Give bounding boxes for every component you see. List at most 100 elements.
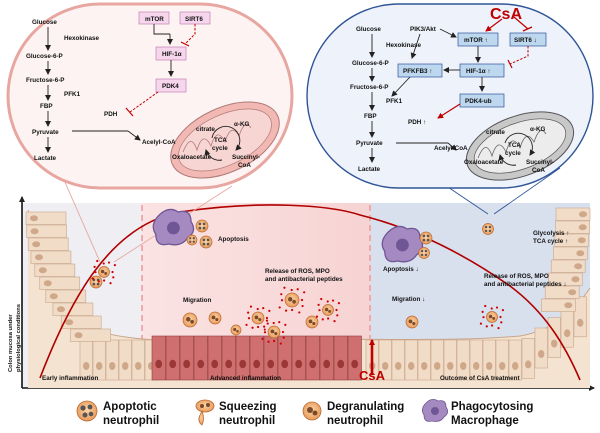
wall-cell [540, 298, 576, 312]
migration-label: Migration [183, 297, 211, 304]
cell-nucleus [568, 289, 577, 296]
apoptotic-neutrophil [186, 234, 198, 246]
legend-squeezing-icon [195, 399, 215, 426]
coa: CoA [238, 162, 251, 169]
r-hif-label: HIF-1α ↑ [466, 68, 491, 75]
oxaloacetate: Oxaloacetate [172, 154, 212, 161]
hexokinase: Hexokinase [64, 35, 99, 42]
cell-nucleus [211, 359, 219, 369]
cell-nucleus [434, 362, 441, 370]
squeezing-neutrophil [405, 315, 419, 329]
hif-label: HIF-1α [162, 51, 182, 58]
r-glucose-6-p: Glucose-6-P [352, 60, 389, 67]
cell-nucleus [576, 250, 585, 257]
cell-nucleus [197, 359, 205, 369]
epithelial-cell [521, 338, 535, 379]
cell-nucleus [83, 362, 90, 370]
cell-nucleus [473, 362, 480, 370]
wall-cell [27, 237, 69, 251]
r-succinyl: Succinyl- [526, 159, 554, 166]
degranulating-neutrophil [245, 305, 271, 331]
callout-right-2 [493, 167, 561, 215]
cell-nucleus [295, 359, 303, 369]
pfk1: PFK1 [64, 91, 81, 98]
y-axis-label-1: Colon mucosa under [8, 314, 14, 372]
pdk4-ub-box [459, 93, 505, 108]
apoptotic-neutrophil [195, 219, 209, 233]
legend-squeezing-1: Squeezing [219, 401, 277, 413]
r-coa: CoA [532, 167, 545, 174]
wall-cell [552, 246, 588, 260]
legend-degranulating-2: neutrophil [327, 415, 383, 427]
cell-nucleus [43, 280, 52, 287]
r-citrate: citrate [486, 129, 505, 136]
cell-nucleus [30, 228, 39, 235]
release-label-1: Release of ROS, MPO [265, 268, 330, 275]
wall-cell [550, 259, 586, 273]
wall-cell [26, 224, 67, 238]
release-down-label-2: and antibacterial peptides ↓ [484, 281, 567, 288]
cell-nucleus [34, 254, 43, 261]
inflamed-cell [263, 335, 278, 381]
wall-cell [52, 302, 94, 316]
apoptotic-neutrophil [89, 275, 103, 289]
legend-apoptotic-icon [76, 400, 98, 422]
cell-nucleus [56, 306, 65, 313]
apoptotic-neutrophil [482, 223, 494, 235]
epithelial-cell [105, 339, 119, 381]
legend-apoptotic-2: neutrophil [103, 415, 159, 427]
r-fructose-6-p: Fructose-6-P [350, 84, 389, 91]
cell-nucleus [525, 360, 532, 369]
epithelium [25, 207, 591, 388]
cell-nucleus [351, 359, 359, 369]
mitochondrion [170, 101, 280, 179]
stage-outcome: Outcome of CsA treatment [440, 375, 520, 382]
fructose-6-p: Fructose-6-P [26, 77, 65, 84]
inflammation-curve [39, 204, 581, 381]
left-cell-panel: Glucose Hexokinase Glucose-6-P Fructose-… [6, 2, 294, 190]
pdk4-ub-label: PDK4-ub [465, 98, 492, 105]
epithelial-cell [482, 339, 496, 381]
mtor-label: mTOR [145, 16, 164, 23]
r-acetyl-coa: Acelyl-CoA [434, 145, 468, 152]
legend-degranulating-icon [302, 401, 322, 421]
degranulating-neutrophil [91, 259, 117, 285]
tca-label: TCA cycle ↑ [533, 238, 568, 245]
epithelial-cell [508, 339, 522, 381]
squeezing-neutrophil [208, 311, 222, 325]
lactate: Lactate [34, 155, 57, 162]
squeezing-neutrophil [182, 312, 198, 328]
pik3-akt: PIK3/Akt [410, 26, 437, 33]
cell-nucleus [564, 302, 573, 309]
cell-nucleus [564, 329, 571, 338]
apoptosis-down-label: Apoptosis ↓ [383, 266, 419, 273]
glycolysis-label: Glycolysis ↑ [533, 230, 569, 237]
immune-cells [89, 208, 505, 345]
cell-nucleus [421, 362, 428, 370]
pdk4-box [155, 78, 187, 93]
wall-cell [554, 233, 590, 247]
epithelial-cell [534, 327, 548, 369]
inflamed-cell [333, 335, 348, 381]
epithelial-cell [469, 339, 483, 381]
cell-nucleus [309, 359, 317, 369]
cell-nucleus [267, 359, 275, 369]
cell-nucleus [408, 362, 415, 370]
pdh-label: PDH [104, 111, 118, 118]
cell-nucleus [395, 362, 402, 370]
inflamed-cell [277, 335, 292, 381]
release-down-label-1: Release of ROS, MPO [484, 273, 549, 280]
epithelial-cell [443, 339, 457, 381]
tca-2: cycle [212, 145, 228, 152]
cell-nucleus [109, 362, 116, 370]
squeezing-neutrophil [230, 324, 242, 336]
csa-title: CsA [490, 6, 522, 23]
apoptotic-neutrophil [199, 235, 213, 249]
cell-nucleus [239, 359, 247, 369]
wall-cell [30, 250, 72, 264]
cell-nucleus [577, 318, 584, 327]
cell-nucleus [538, 350, 545, 358]
r-pfk1: PFK1 [386, 98, 403, 105]
y-axis-label-2: physiological conditions [16, 304, 22, 372]
r-sirt6-label: SIRT6 ↓ [514, 37, 537, 44]
